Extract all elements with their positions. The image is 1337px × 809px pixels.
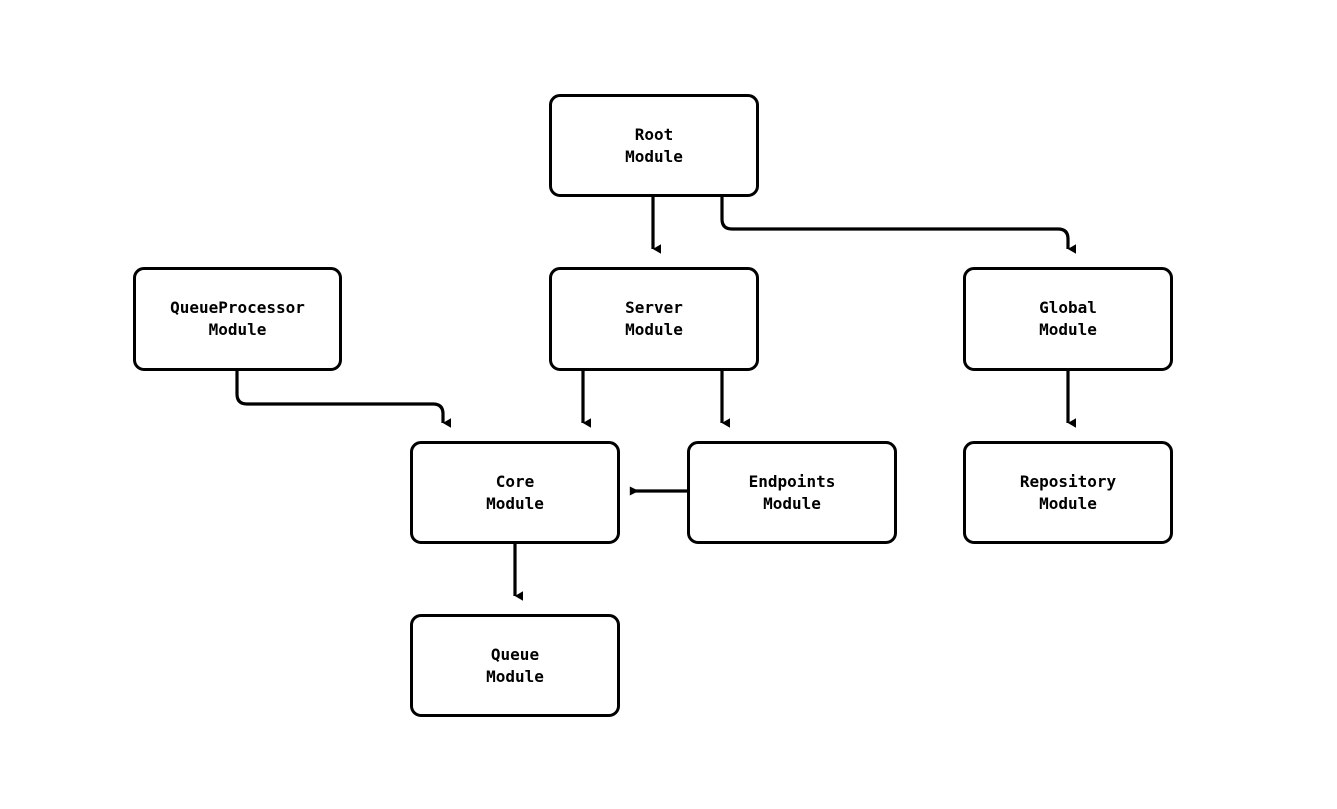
node-server-module[interactable]: Server Module: [549, 267, 759, 371]
node-endpoints-module[interactable]: Endpoints Module: [687, 441, 897, 544]
node-core-module[interactable]: Core Module: [410, 441, 620, 544]
edge-root-to-global: [720, 197, 1076, 254]
node-global-module-label: Global Module: [1039, 298, 1097, 339]
node-server-module-label: Server Module: [625, 298, 683, 339]
node-root-module[interactable]: Root Module: [549, 94, 759, 197]
node-core-module-label: Core Module: [486, 471, 544, 513]
node-queue-module[interactable]: Queue Module: [410, 614, 620, 717]
node-repository-module[interactable]: Repository Module: [963, 441, 1173, 544]
edge-queueprocessor-to-core: [235, 371, 451, 428]
node-queueprocessor-module[interactable]: QueueProcessor Module: [133, 267, 342, 371]
node-repository-module-label: Repository Module: [1019, 471, 1117, 513]
node-queue-module-label: Queue Module: [486, 644, 544, 686]
node-endpoints-module-label: Endpoints Module: [748, 471, 836, 513]
node-global-module[interactable]: Global Module: [963, 267, 1173, 371]
node-queueprocessor-module-label: QueueProcessor Module: [170, 298, 305, 339]
node-root-module-label: Root Module: [625, 124, 683, 166]
